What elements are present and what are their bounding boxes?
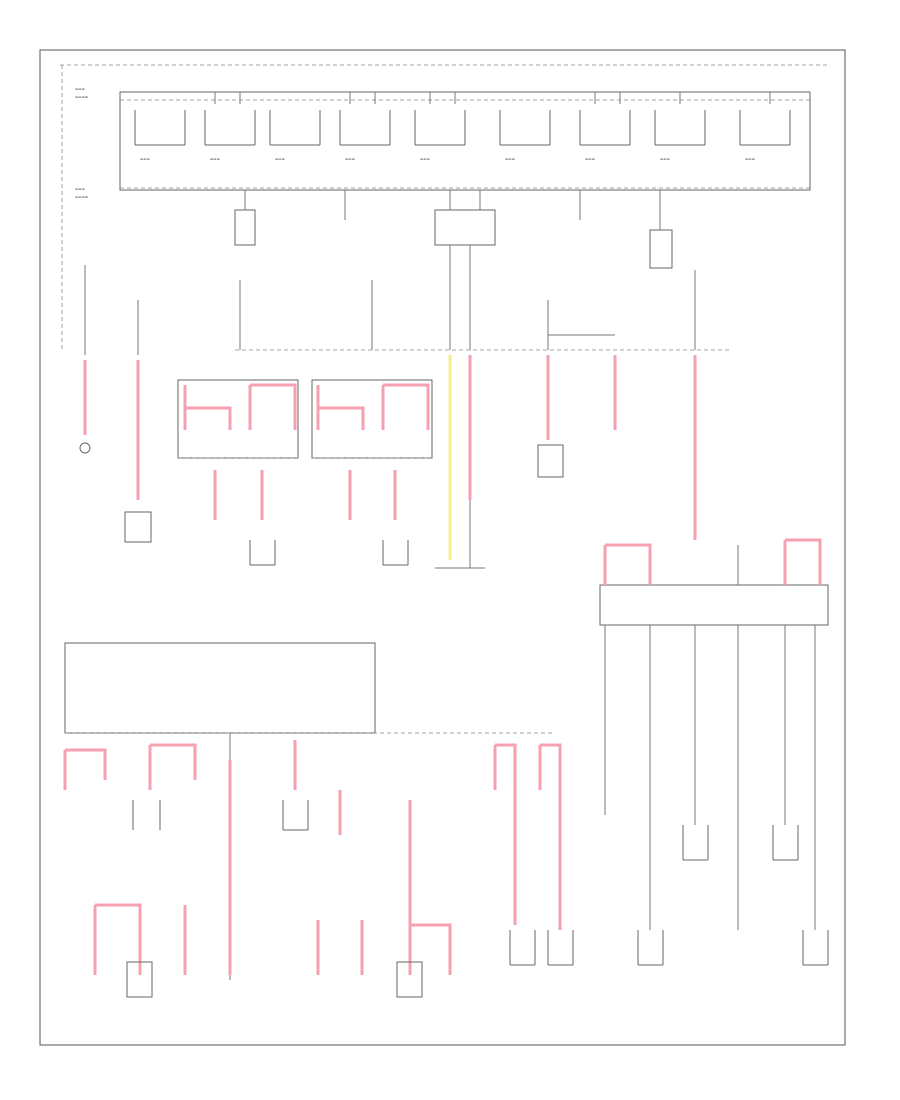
- svg-text:▬▬▬: ▬▬▬: [585, 157, 595, 161]
- svg-text:▬▬▬: ▬▬▬: [660, 157, 670, 161]
- svg-text:▬▬▬▬: ▬▬▬▬: [75, 195, 88, 199]
- svg-text:▬▬▬: ▬▬▬: [75, 187, 85, 191]
- diagram-frame: [39, 49, 846, 1046]
- relay-row: [234, 190, 673, 269]
- svg-text:▬▬▬: ▬▬▬: [505, 157, 515, 161]
- left-circuits: [79, 265, 152, 543]
- svg-text:▬▬▬: ▬▬▬: [140, 157, 150, 161]
- svg-text:▬▬▬: ▬▬▬: [345, 157, 355, 161]
- sensor-circuits: [537, 270, 697, 540]
- pcm-block-lower: [63, 642, 562, 980]
- svg-text:▬▬▬: ▬▬▬: [745, 157, 755, 161]
- svg-text:▬▬▬: ▬▬▬: [210, 157, 220, 161]
- svg-text:▬▬▬: ▬▬▬: [75, 87, 85, 91]
- yellow-circuit: [435, 245, 485, 569]
- bottom-connectors: [93, 800, 574, 998]
- svg-text:▬▬▬▬: ▬▬▬▬: [75, 95, 88, 99]
- fuse-block: ▬▬▬ ▬▬▬ ▬▬▬ ▬▬▬ ▬▬▬ ▬▬▬ ▬▬▬ ▬▬▬ ▬▬▬: [119, 91, 811, 191]
- fuse-block-labels: ▬▬▬ ▬▬▬▬ ▬▬▬ ▬▬▬▬: [75, 87, 88, 199]
- svg-text:▬▬▬: ▬▬▬: [275, 157, 285, 161]
- pcm-connector-right: [599, 538, 829, 966]
- injector-group-left: [177, 280, 373, 566]
- injector-group-right: [311, 379, 433, 566]
- svg-text:▬▬▬: ▬▬▬: [420, 157, 430, 161]
